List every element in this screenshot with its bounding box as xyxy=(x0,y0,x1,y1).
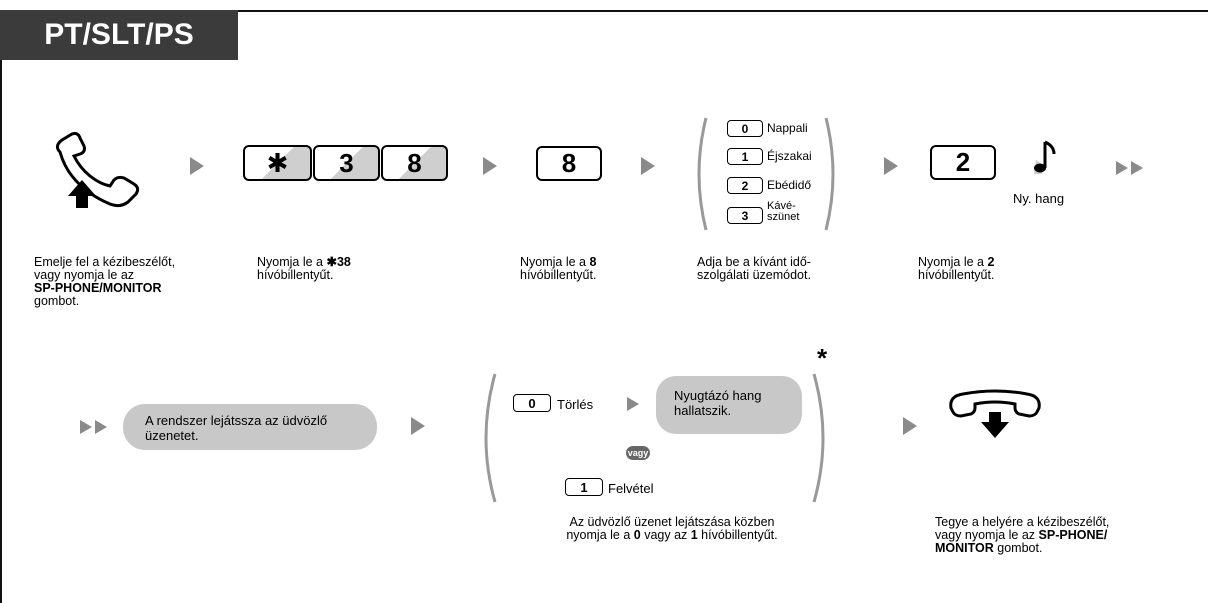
or-badge: vagy xyxy=(626,446,650,460)
caption-key: 1 xyxy=(690,528,698,542)
flow-arrow xyxy=(641,157,655,175)
mode-label-night: Éjszakai xyxy=(767,149,812,163)
caption-bold: MONITOR xyxy=(935,541,994,555)
caption-line: gombot. xyxy=(993,541,1043,555)
step-description-2: Nyomja le a 2 hívóbillentyűt. xyxy=(918,256,994,282)
step-description-star38: Nyomja le a ✱38 hívóbillentyűt. xyxy=(257,256,351,282)
record-label: Felvétel xyxy=(608,481,654,496)
right-paren xyxy=(824,117,835,231)
record-key-1: 1 xyxy=(565,478,603,496)
flow-arrow-double xyxy=(95,420,107,434)
key-3: 3 xyxy=(313,145,380,181)
handset-on-hook-icon xyxy=(949,389,1041,438)
desc-key: ✱38 xyxy=(326,255,351,269)
desc-line: vagy nyomja le az xyxy=(34,268,135,282)
left-paren xyxy=(484,373,497,503)
desc-line: gombot. xyxy=(34,294,80,308)
desc-line: Nyomja le a xyxy=(918,255,988,269)
mode-key-1: 1 xyxy=(727,148,763,165)
desc-line: Emelje fel a kézibeszélőt, xyxy=(34,255,176,269)
step-description-mode: Adja be a kívánt idő- szolgálati üzemódo… xyxy=(697,256,811,282)
flow-arrow-double xyxy=(1116,161,1128,175)
desc-line: hívóbillentyűt. xyxy=(918,268,995,282)
device-tab: PT/SLT/PS xyxy=(0,10,238,60)
flow-arrow-double xyxy=(1131,161,1143,175)
key-2: 2 xyxy=(930,145,996,180)
caption-line: Az üdvözlő üzenet lejátszása közben xyxy=(569,515,775,529)
device-tab-label: PT/SLT/PS xyxy=(44,18,194,51)
mode-key-0: 0 xyxy=(727,120,763,137)
mode-key-3: 3 xyxy=(727,207,763,224)
tone-label: Ny. hang xyxy=(1013,191,1065,206)
caption-line: vagy az xyxy=(640,528,691,542)
desc-line: Nyomja le a xyxy=(520,255,590,269)
flow-arrow xyxy=(411,417,425,435)
caption-bold: SP-PHONE/ xyxy=(1038,528,1108,542)
mode-label-break-line1: Kávé- xyxy=(767,200,796,212)
delete-key-0: 0 xyxy=(513,394,551,412)
desc-line: SP-PHONE/MONITOR xyxy=(34,281,162,295)
flow-arrow-double xyxy=(80,420,92,434)
flow-arrow xyxy=(190,157,204,175)
flow-arrow xyxy=(884,157,898,175)
step-description-8: Nyomja le a 8 hívóbillentyűt. xyxy=(520,256,596,282)
playback-bubble: A rendszer lejátssza az üdvözlő üzenetet… xyxy=(123,404,377,450)
right-paren xyxy=(812,373,825,503)
frame-top-border xyxy=(0,10,1208,12)
caption-line: nyomja le a xyxy=(566,528,634,542)
caption-line: Tegye a helyére a kézibeszélőt, xyxy=(935,515,1110,529)
desc-line: hívóbillentyűt. xyxy=(257,268,334,282)
mode-label-break: Kávé- szünet xyxy=(767,201,799,223)
mode-label-lunch: Ebédidő xyxy=(767,178,812,192)
mode-label-day: Nappali xyxy=(767,121,808,135)
flow-arrow xyxy=(627,397,639,411)
desc-key: 8 xyxy=(589,255,597,269)
caption-line: vagy nyomja le az xyxy=(935,528,1039,542)
music-note-icon xyxy=(1034,140,1056,174)
end-caption: Tegye a helyére a kézibeszélőt, vagy nyo… xyxy=(935,516,1109,555)
key-8-single: 8 xyxy=(536,146,602,181)
desc-line: hívóbillentyűt. xyxy=(520,268,597,282)
desc-line: Adja be a kívánt idő- xyxy=(697,255,811,269)
desc-key: 2 xyxy=(987,255,995,269)
frame-left-border xyxy=(0,10,2,603)
caption-key: 0 xyxy=(633,528,641,542)
mode-key-2: 2 xyxy=(727,177,763,194)
desc-line: szolgálati üzemódot. xyxy=(697,268,811,282)
flow-arrow xyxy=(483,157,497,175)
confirm-tone-bubble: Nyugtázó hang hallatszik. xyxy=(656,376,802,434)
star-key: ✱ xyxy=(243,145,312,181)
flow-arrow xyxy=(903,417,917,435)
desc-line: Nyomja le a xyxy=(257,255,327,269)
caption-line: hívóbillentyűt. xyxy=(697,528,778,542)
step-description-offhook: Emelje fel a kézibeszélőt, vagy nyomja l… xyxy=(34,256,175,308)
mode-label-break-line2: szünet xyxy=(767,211,800,223)
left-paren xyxy=(697,117,708,231)
key-8: 8 xyxy=(381,145,448,181)
middle-caption: Az üdvözlő üzenet lejátszása közben nyom… xyxy=(537,516,807,542)
delete-label: Törlés xyxy=(557,397,594,412)
asterisk-note: * xyxy=(817,343,828,373)
handset-off-hook-icon xyxy=(55,132,140,208)
